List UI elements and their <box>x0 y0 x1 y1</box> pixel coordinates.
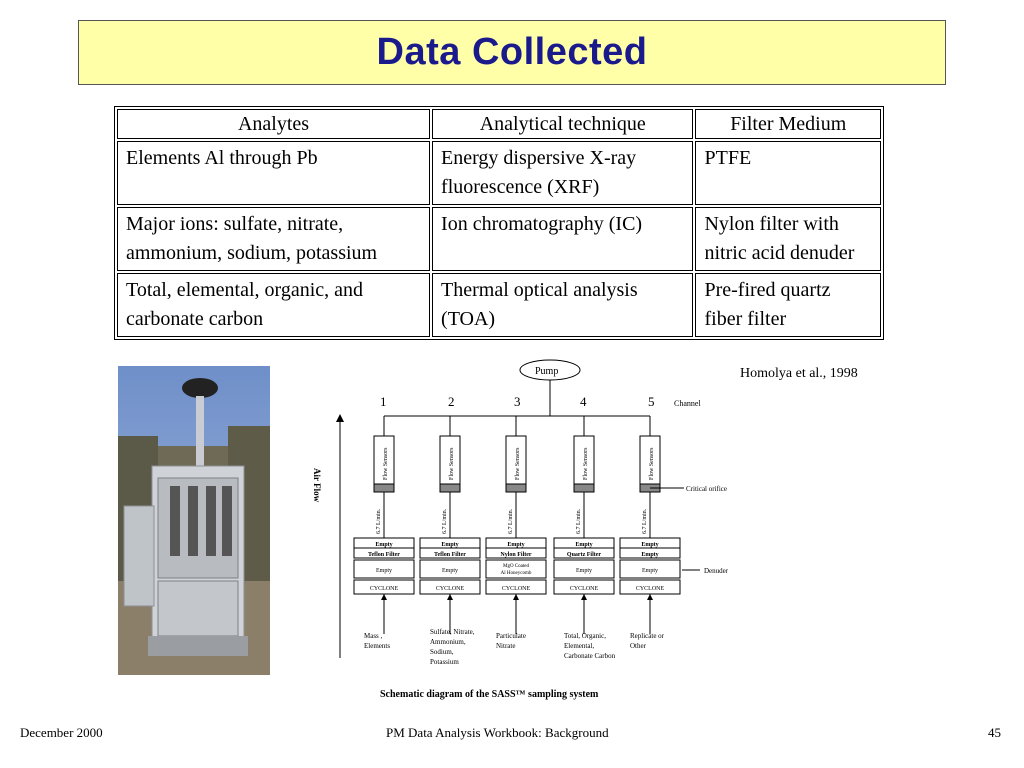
filter-mid-label: Empty <box>442 568 458 574</box>
cyclone-label: CYCLONE <box>570 586 599 592</box>
channel-number: 1 <box>380 394 387 409</box>
table-header: Analytes <box>117 109 431 139</box>
cyclone-label: CYCLONE <box>370 586 399 592</box>
output-label: Replicate or <box>630 632 665 640</box>
pump-label: Pump <box>535 366 558 377</box>
table-cell: PTFE <box>695 141 881 205</box>
footer-date: December 2000 <box>20 725 103 740</box>
output-label: Sulfate, Nitrate, <box>430 628 475 636</box>
table-cell: Thermal optical analysis (TOA) <box>432 273 694 337</box>
flow-sensors-label: Flow Sensors <box>515 447 521 480</box>
output-label: Elements <box>364 642 390 650</box>
flow-rate-label: 6.7 L/min. <box>508 508 514 534</box>
output-label: Mass , <box>364 632 383 640</box>
table-cell: Energy dispersive X-ray fluorescence (XR… <box>432 141 694 205</box>
table-cell: Pre-fired quartz fiber filter <box>695 273 881 337</box>
table-cell: Elements Al through Pb <box>117 141 431 205</box>
table-header-row: Analytes Analytical technique Filter Med… <box>117 109 881 139</box>
output-label: Ammonium, <box>430 638 466 646</box>
channel-label: Channel <box>674 399 701 408</box>
flow-sensors-label: Flow Sensors <box>449 447 455 480</box>
filter-label: Teflon Filter <box>434 552 466 558</box>
flow-sensors-label: Flow Sensors <box>383 447 389 480</box>
output-label: Elemental, <box>564 642 594 650</box>
table-header: Filter Medium <box>695 109 881 139</box>
output-label: Nitrate <box>496 642 515 650</box>
output-label: Total, Organic, <box>564 632 606 640</box>
table-cell: Ion chromatography (IC) <box>432 207 694 271</box>
flow-rate-label: 6.7 L/min. <box>576 508 582 534</box>
flow-rate-label: 6.7 L/min. <box>376 508 382 534</box>
output-label: Carbonate Carbon <box>564 652 616 660</box>
channel-number: 5 <box>648 394 655 409</box>
output-label: Other <box>630 642 647 650</box>
cyclone-label: CYCLONE <box>636 586 665 592</box>
table-row: Elements Al through Pb Energy dispersive… <box>117 141 881 205</box>
table-header: Analytical technique <box>432 109 694 139</box>
footer-title: PM Data Analysis Workbook: Background <box>386 725 609 740</box>
channel-number: 3 <box>514 394 521 409</box>
filter-mid-label: Empty <box>376 568 392 574</box>
output-label: Sodium, <box>430 648 454 656</box>
data-table: Analytes Analytical technique Filter Med… <box>114 106 884 340</box>
filter-top-label: Empty <box>575 542 592 548</box>
denuder-label: Denuder <box>704 567 729 575</box>
filter-mid-label: Al Honeycomb <box>501 571 532 576</box>
air-flow-label: Air Flow <box>312 468 322 503</box>
flow-rate-label: 6.7 L/min. <box>642 508 648 534</box>
flow-sensors-label: Flow Sensors <box>649 447 655 480</box>
footer-page-number: 45 <box>988 725 1001 740</box>
filter-top-label: Empty <box>375 542 392 548</box>
filter-label: Empty <box>641 552 658 558</box>
cyclone-label: CYCLONE <box>436 586 465 592</box>
flow-rate-label: 6.7 L/min. <box>442 508 448 534</box>
sampler-photo <box>118 366 270 675</box>
table-cell: Nylon filter with nitric acid denuder <box>695 207 881 271</box>
citation: Homolya et al., 1998 <box>740 366 858 381</box>
slide-title: Data Collected <box>376 31 648 73</box>
table-cell: Major ions: sulfate, nitrate, ammonium, … <box>117 207 431 271</box>
diagram-caption: Schematic diagram of the SASS™ sampling … <box>380 689 599 700</box>
filter-top-label: Empty <box>507 542 524 548</box>
filter-label: Nylon Filter <box>500 552 531 558</box>
flow-sensors-label: Flow Sensors <box>583 447 589 480</box>
filter-label: Quartz Filter <box>567 552 601 558</box>
cyclone-label: CYCLONE <box>502 586 531 592</box>
output-label: Particulate <box>496 632 526 640</box>
sass-schematic-diagram: Pump 1 2 3 4 5 Channel Air Flow Flow Sen… <box>312 359 729 700</box>
filter-mid-label: MgO Coated <box>503 564 529 569</box>
title-box: Data Collected <box>78 20 946 85</box>
filter-top-label: Empty <box>641 542 658 548</box>
table-row: Total, elemental, organic, and carbonate… <box>117 273 881 337</box>
filter-mid-label: Empty <box>576 568 592 574</box>
filter-label: Teflon Filter <box>368 552 400 558</box>
filter-mid-label: Empty <box>642 568 658 574</box>
output-label: Potassium <box>430 658 459 666</box>
table-cell: Total, elemental, organic, and carbonate… <box>117 273 431 337</box>
critical-orifice-label: Critical orifice <box>686 485 727 493</box>
channel-number: 2 <box>448 394 455 409</box>
filter-top-label: Empty <box>441 542 458 548</box>
table-row: Major ions: sulfate, nitrate, ammonium, … <box>117 207 881 271</box>
channel-number: 4 <box>580 394 587 409</box>
